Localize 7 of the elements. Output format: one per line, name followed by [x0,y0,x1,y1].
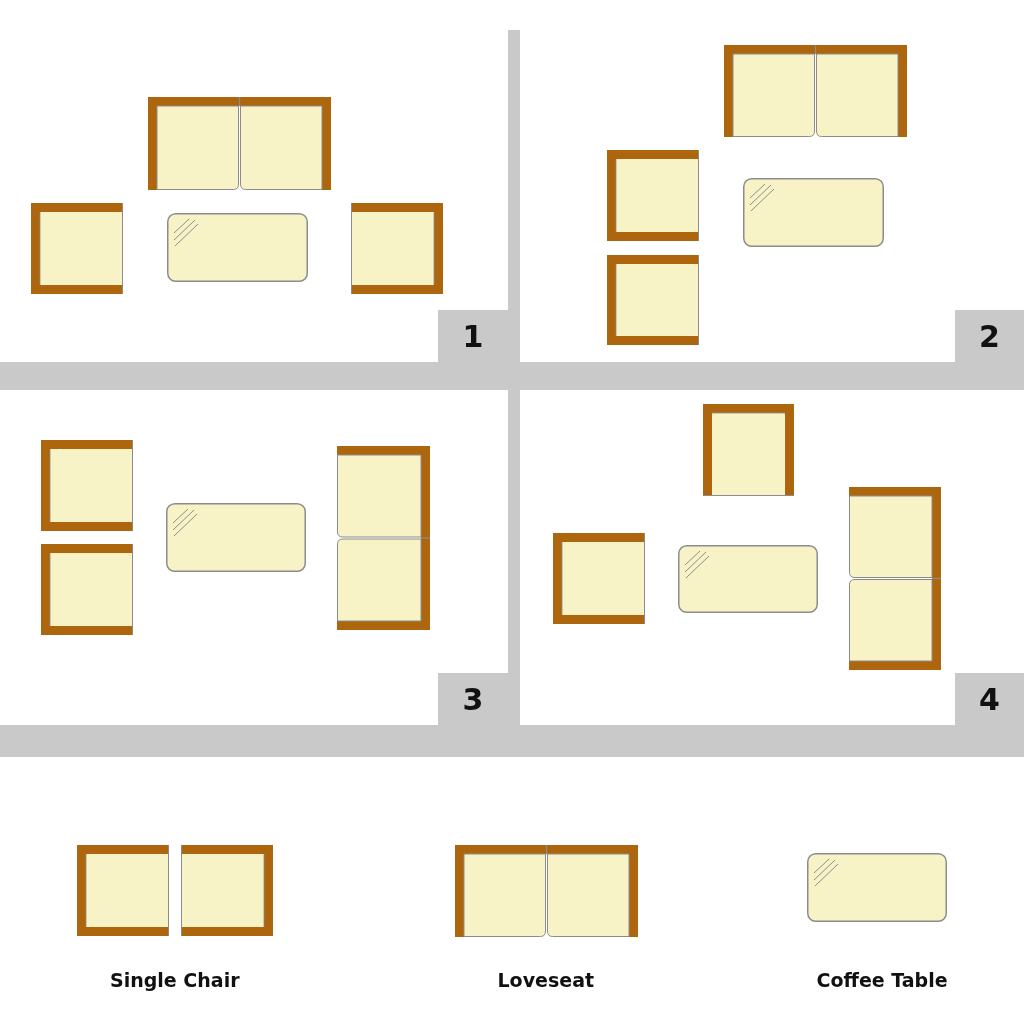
room-number: 2 [955,310,1024,362]
room-number: 4 [955,673,1024,725]
legend-text: Loveseat [497,968,595,992]
room-number: 1 [438,310,508,362]
room-number: 3 [438,673,508,725]
legend-text: Single Chair [110,968,240,992]
legend-text: Coffee Table [816,968,948,992]
